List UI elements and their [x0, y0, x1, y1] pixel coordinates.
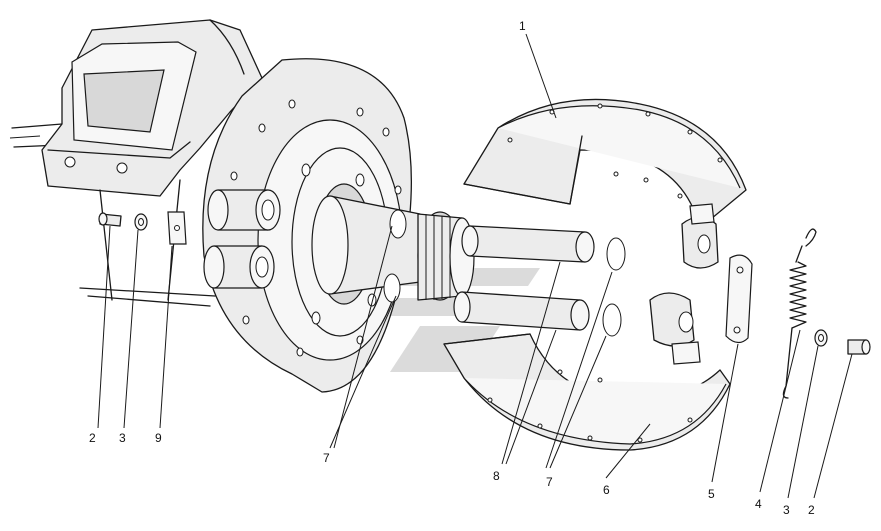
label-7-right: 7	[546, 475, 553, 489]
label-3-left: 3	[119, 431, 126, 445]
label-1: 1	[519, 19, 526, 33]
anchor-pins	[453, 225, 626, 337]
return-spring	[782, 228, 817, 399]
link-plate	[725, 254, 753, 344]
splined-hub	[311, 195, 475, 303]
leader-lines	[97, 33, 853, 499]
label-7-left: 7	[323, 451, 330, 465]
axle-housing	[41, 19, 263, 301]
label-6: 6	[603, 483, 610, 497]
washer-right	[814, 329, 828, 347]
plate-left	[167, 211, 187, 245]
label-8: 8	[493, 469, 500, 483]
cam-cylinders-left	[203, 189, 281, 289]
bolt-left	[98, 212, 122, 227]
washer-left	[134, 213, 148, 231]
label-2-left: 2	[89, 431, 96, 445]
label-2-right: 2	[808, 503, 815, 517]
label-9: 9	[155, 431, 162, 445]
callout-labels: 1 2 3 9 7 8 7 6 5 4 3 2	[89, 19, 815, 517]
label-4: 4	[755, 497, 762, 511]
label-5: 5	[708, 487, 715, 501]
label-3-right: 3	[783, 503, 790, 517]
brake-shoe-top	[463, 98, 747, 269]
brake-shoe-bottom	[443, 292, 731, 451]
bolt-right	[847, 339, 871, 355]
